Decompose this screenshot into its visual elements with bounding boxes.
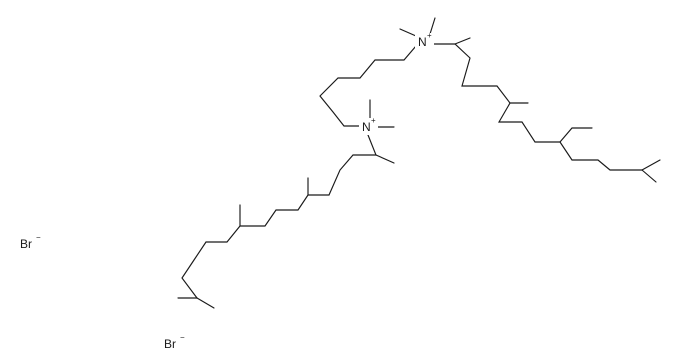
bromide-symbol-2: Br	[164, 337, 176, 351]
bond-path	[196, 297, 215, 309]
nitrogen-atom-lower: N +	[359, 116, 378, 135]
bond-path	[429, 17, 436, 35]
bond-path	[375, 154, 395, 164]
bromide-ion-1: Br −	[20, 233, 41, 251]
bond-path	[431, 43, 643, 171]
bromide-charge-2: −	[180, 333, 185, 342]
nitrogen-symbol-lower: N	[362, 120, 371, 134]
bond-path	[641, 159, 661, 171]
bond-path	[319, 45, 417, 127]
bond-path	[181, 134, 377, 299]
bond-path	[559, 127, 593, 143]
bromide-charge-1: −	[36, 233, 41, 242]
bond-lines	[177, 17, 661, 309]
bromide-ion-2: Br −	[164, 333, 185, 351]
nitrogen-charge-lower: +	[371, 116, 376, 125]
bond-path	[454, 37, 471, 45]
bond-path	[399, 28, 417, 37]
nitrogen-atom-upper: N +	[415, 31, 434, 50]
nitrogen-charge-upper: +	[427, 31, 432, 40]
nitrogen-symbol-upper: N	[418, 35, 427, 49]
bromide-symbol-1: Br	[20, 237, 32, 251]
bond-path	[641, 169, 657, 183]
